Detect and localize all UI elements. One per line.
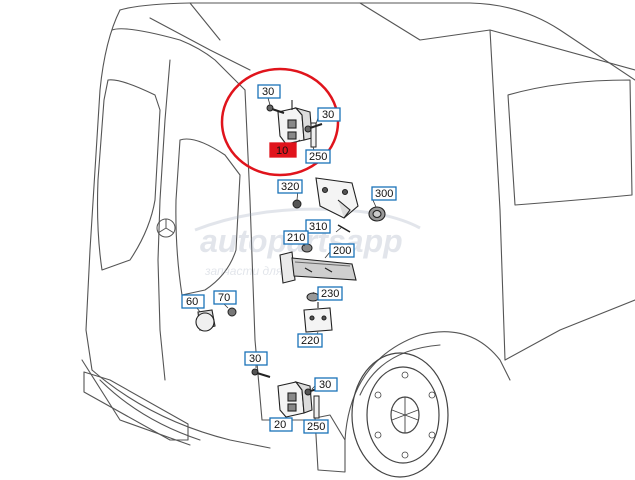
handle-housing[interactable] [195,309,216,332]
callout-250-top[interactable]: 250 [305,149,331,164]
svg-text:20: 20 [274,419,286,431]
callout-310[interactable]: 310 [305,219,331,234]
lower-hinge[interactable] [277,381,313,418]
callout-30-bottom-right[interactable]: 30 [314,377,338,392]
callout-10-selected[interactable]: 10 [269,142,297,158]
callout-230[interactable]: 230 [317,286,343,301]
callout-200[interactable]: 200 [329,243,355,258]
svg-text:30: 30 [262,86,274,98]
svg-text:310: 310 [309,221,327,233]
svg-text:70: 70 [218,292,230,304]
svg-text:60: 60 [186,296,198,308]
callout-20[interactable]: 20 [269,417,293,432]
callout-220[interactable]: 220 [297,333,323,348]
callout-210[interactable]: 210 [283,230,309,245]
spring-230[interactable] [306,292,320,302]
callout-250-bottom[interactable]: 250 [303,419,329,434]
door-check-strap[interactable] [279,251,357,284]
hinge-pin-top[interactable] [310,122,317,148]
screw-bottom-left[interactable] [251,368,271,378]
callout-320[interactable]: 320 [277,179,303,194]
highlight-circle [220,67,340,177]
brand-star-logo [156,218,176,238]
svg-text:30: 30 [322,109,334,121]
upper-hinge[interactable] [277,100,313,145]
svg-text:200: 200 [333,245,351,257]
svg-text:300: 300 [375,188,393,200]
rubber-buffer[interactable] [368,206,386,222]
svg-text:250: 250 [307,421,325,433]
screw-320[interactable] [292,199,302,209]
callout-300[interactable]: 300 [371,186,397,201]
cap-70[interactable] [227,307,237,317]
svg-text:250: 250 [309,151,327,163]
svg-text:210: 210 [287,232,305,244]
wheel [351,352,449,478]
hinge-pin-bottom[interactable] [313,395,320,419]
callouts: 30 30 10 250 320 300 310 210 [181,84,397,434]
svg-text:220: 220 [301,335,319,347]
svg-text:30: 30 [249,353,261,365]
screw-top-left[interactable] [266,104,285,114]
van-outline [81,2,635,473]
callout-30-top-right[interactable]: 30 [317,107,341,122]
callout-70[interactable]: 70 [213,290,237,305]
callout-30-top[interactable]: 30 [257,84,281,99]
svg-text:230: 230 [321,288,339,300]
svg-text:10: 10 [276,145,288,157]
door-check-plate[interactable] [315,177,359,219]
svg-text:320: 320 [281,181,299,193]
callout-60[interactable]: 60 [181,294,205,309]
lock-striker[interactable] [303,302,333,333]
callout-30-bottom-left[interactable]: 30 [244,351,268,366]
screw-top-right[interactable] [304,123,323,133]
svg-text:30: 30 [319,379,331,391]
screw-310[interactable] [337,224,351,233]
